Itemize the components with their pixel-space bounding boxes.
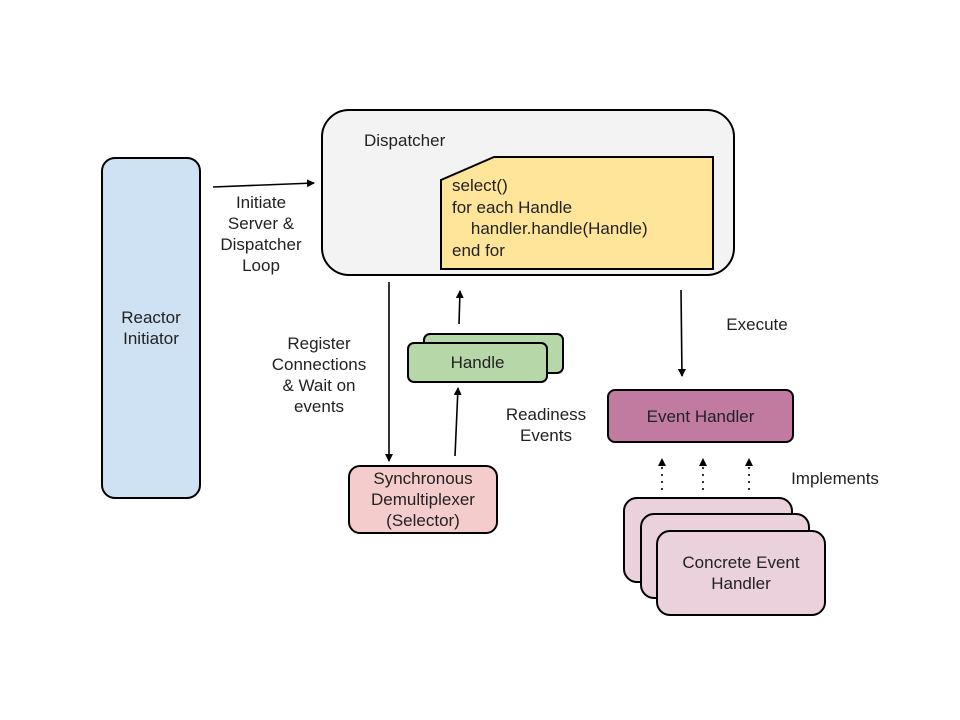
execute-arrow bbox=[677, 289, 686, 377]
reactor-initiator-node: Reactor Initiator bbox=[101, 157, 201, 499]
handle-to-dispatcher-arrow bbox=[455, 290, 464, 325]
event-handler-node: Event Handler bbox=[607, 389, 794, 443]
execute-label: Execute bbox=[726, 315, 788, 334]
concrete-event-handler-node: Concrete Event Handler bbox=[656, 530, 826, 616]
synchronous-demultiplexer-node: Synchronous Demultiplexer (Selector) bbox=[348, 465, 498, 534]
implements-label: Implements bbox=[791, 469, 879, 488]
handle-node: Handle bbox=[407, 342, 548, 383]
initiate-arrow bbox=[212, 179, 315, 188]
initiate-label: Initiate Server & Dispatcher Loop bbox=[220, 193, 302, 275]
dispatch-loop-code: select() for each Handle handler.handle(… bbox=[452, 176, 648, 260]
dispatcher-title: Dispatcher bbox=[364, 131, 446, 150]
readiness-arrow bbox=[453, 387, 462, 457]
register-label: Register Connections & Wait on events bbox=[271, 334, 367, 416]
readiness-label: Readiness Events bbox=[505, 405, 587, 445]
